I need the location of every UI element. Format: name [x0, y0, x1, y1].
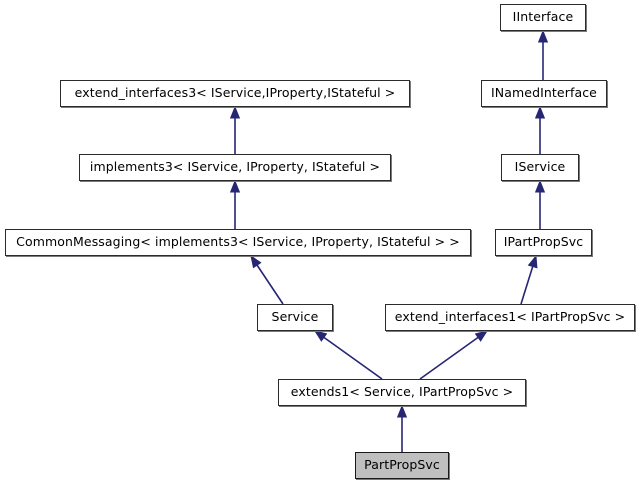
class-node-inamedinterface[interactable]: INamedInterface [481, 80, 607, 107]
class-node-extend_interfaces3[interactable]: extend_interfaces3< IService,IProperty,I… [60, 80, 410, 107]
class-node-commonmessaging[interactable]: CommonMessaging< implements3< IService, … [5, 229, 471, 256]
class-node-label: IPartPropSvc [503, 234, 584, 250]
class-node-extend_interfaces1[interactable]: extend_interfaces1< IPartPropSvc > [385, 304, 635, 331]
class-node-extends1[interactable]: extends1< Service, IPartPropSvc > [278, 379, 526, 406]
inheritance-arrow-extends1-to-extend_interfaces1 [419, 330, 489, 380]
class-node-label: CommonMessaging< implements3< IService, … [16, 234, 460, 250]
class-node-label: IInterface [512, 9, 574, 25]
class-node-implements3[interactable]: implements3< IService, IProperty, IState… [79, 154, 391, 181]
class-node-label: extends1< Service, IPartPropSvc > [290, 384, 514, 400]
class-node-label: extend_interfaces1< IPartPropSvc > [394, 309, 626, 325]
class-node-iinterface[interactable]: IInterface [500, 4, 586, 31]
inheritance-arrow-extend_interfaces1-to-ipartpropsvc [520, 254, 538, 305]
class-node-label: PartPropSvc [364, 457, 440, 473]
class-node-label: Service [271, 309, 319, 325]
class-node-label: extend_interfaces3< IService,IProperty,I… [74, 85, 396, 101]
inheritance-arrow-extends1-to-service [313, 330, 383, 380]
inheritance-arrow-service-to-commonmessaging [250, 254, 284, 305]
class-node-service[interactable]: Service [257, 304, 333, 331]
class-node-ipartpropsvc[interactable]: IPartPropSvc [495, 229, 592, 256]
class-node-label: INamedInterface [491, 85, 597, 101]
class-node-iservice[interactable]: IService [501, 154, 579, 181]
class-node-label: IService [514, 159, 566, 175]
class-node-partpropsvc[interactable]: PartPropSvc [355, 452, 449, 479]
class-node-label: implements3< IService, IProperty, IState… [89, 159, 381, 175]
